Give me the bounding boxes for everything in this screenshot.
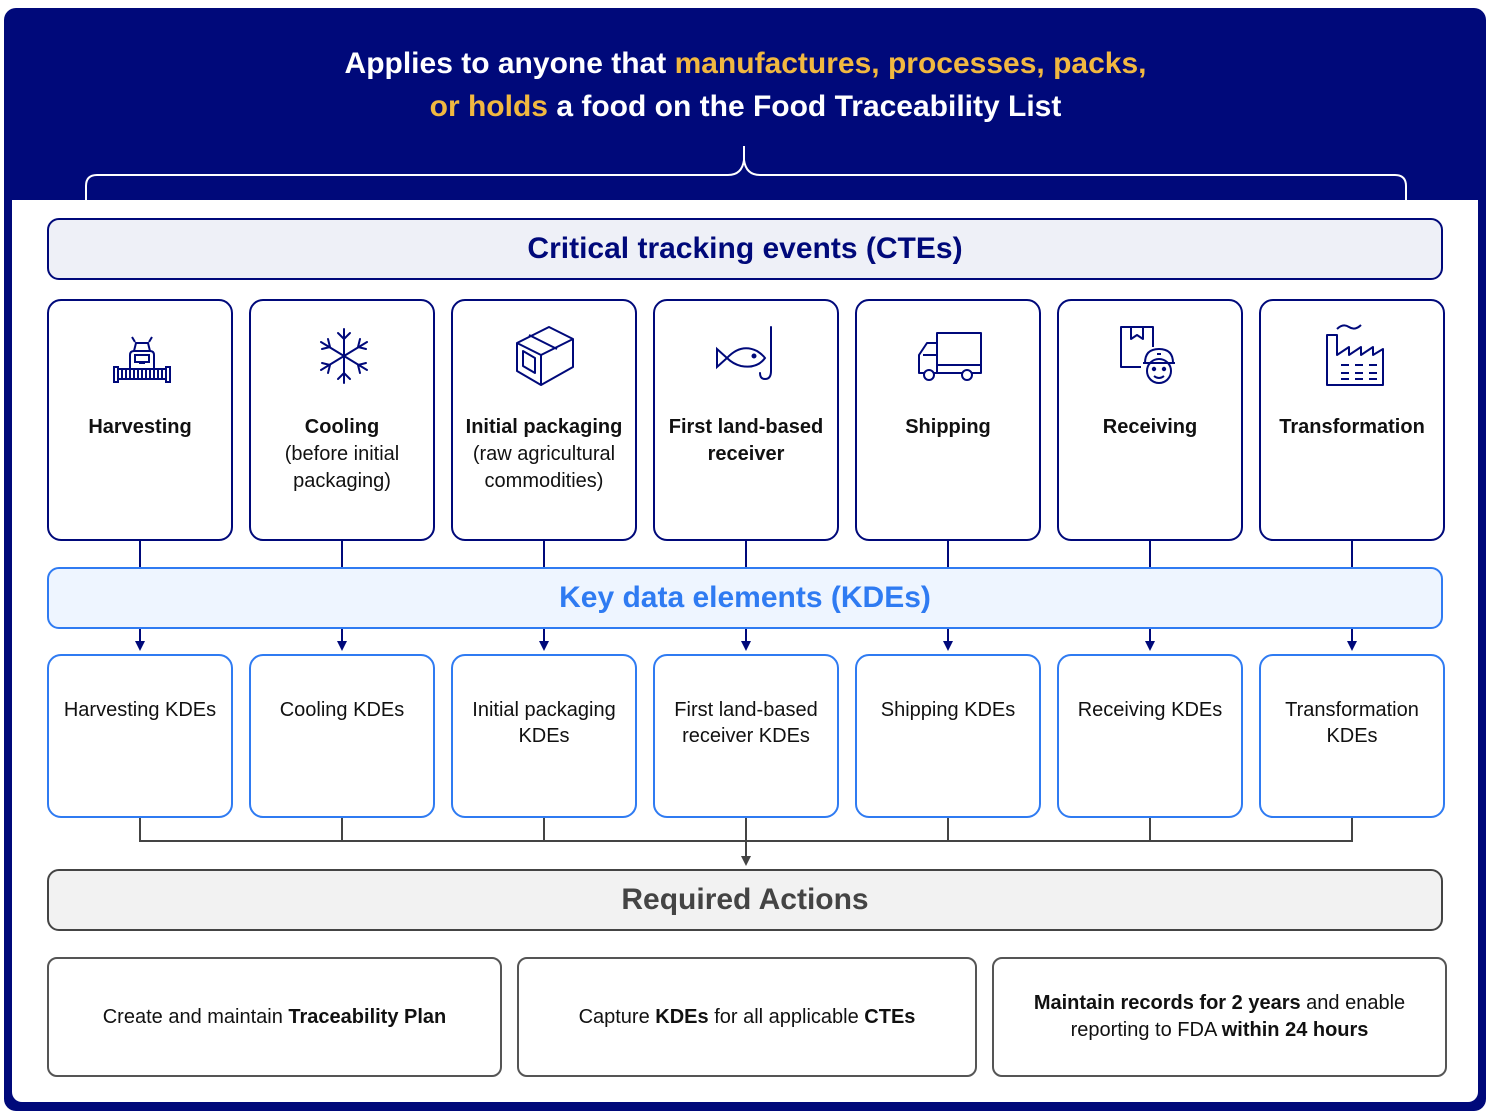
action-1-text: Create and maintain bbox=[102, 1005, 289, 1028]
cte-title: Shipping bbox=[905, 416, 991, 438]
action-1-bold: Traceability Plan bbox=[288, 1005, 447, 1028]
action-2-text: Capture bbox=[578, 1005, 656, 1028]
required-actions-band: Required Actions bbox=[47, 869, 1443, 931]
action-capture-kdes: Capture KDEs for all applicable CTEs bbox=[517, 957, 977, 1077]
cte-cooling: Cooling (before initial packaging) bbox=[249, 299, 435, 541]
truck-icon bbox=[918, 332, 982, 381]
harvester-icon bbox=[113, 336, 171, 383]
kde-box-shipping: Shipping KDEs bbox=[855, 654, 1041, 818]
kde-box-transformation: Transformation KDEs bbox=[1259, 654, 1445, 818]
cte-title: Receiving bbox=[1102, 416, 1198, 438]
cte-title: Harvesting bbox=[88, 416, 192, 438]
box-icon bbox=[516, 326, 574, 386]
action-2-bold-1: KDEs bbox=[655, 1005, 709, 1028]
factory-icon bbox=[1326, 324, 1384, 386]
kde-box-first-land-based-receiver: First land-based receiver KDEs bbox=[653, 654, 839, 818]
action-3-bold-2: within 24 hours bbox=[1221, 1019, 1369, 1041]
action-3-text: and enable reporting to FDA bbox=[1070, 992, 1406, 1041]
headline-text-2: a food on the Food Traceability List bbox=[547, 90, 1062, 123]
cte-transformation: Transformation bbox=[1259, 299, 1445, 541]
worker-package-icon bbox=[1120, 326, 1175, 384]
cte-title: First land-based receiver bbox=[668, 416, 824, 465]
action-2-text-mid: for all applicable bbox=[708, 1005, 865, 1028]
cte-title: Transformation bbox=[1279, 416, 1425, 438]
fish-hook-icon bbox=[716, 326, 772, 381]
action-2-bold-2: CTEs bbox=[864, 1005, 916, 1028]
cte-first-land-based-receiver: First land-based receiver bbox=[653, 299, 839, 541]
headline-line-2: or holds a food on the Food Traceability… bbox=[100, 85, 1391, 128]
action-traceability-plan: Create and maintain Traceability Plan bbox=[47, 957, 502, 1077]
kde-band: Key data elements (KDEs) bbox=[47, 567, 1443, 629]
cte-shipping: Shipping bbox=[855, 299, 1041, 541]
cte-initial-packaging: Initial packaging (raw agricultural commo… bbox=[451, 299, 637, 541]
cte-harvesting: Harvesting bbox=[47, 299, 233, 541]
kde-box-receiving: Receiving KDEs bbox=[1057, 654, 1243, 818]
action-maintain-records: Maintain records for 2 years and enable … bbox=[992, 957, 1447, 1077]
snowflake-icon bbox=[320, 328, 368, 384]
headline-highlight-2: or holds bbox=[429, 90, 548, 123]
headline-line-1: Applies to anyone that manufactures, pro… bbox=[100, 42, 1391, 85]
cte-title: Cooling bbox=[304, 416, 380, 438]
kde-box-cooling: Cooling KDEs bbox=[249, 654, 435, 818]
cte-band: Critical tracking events (CTEs) bbox=[47, 218, 1443, 280]
cte-receiving: Receiving bbox=[1057, 299, 1243, 541]
headline-text-1: Applies to anyone that bbox=[344, 47, 675, 80]
action-3-bold-1: Maintain records for 2 years bbox=[1033, 992, 1301, 1014]
cte-title: Initial packaging bbox=[465, 416, 623, 438]
kde-box-initial-packaging: Initial packaging KDEs bbox=[451, 654, 637, 818]
cte-subtitle: (raw agricultural commodities) bbox=[472, 443, 616, 492]
headline-highlight-1: manufactures, processes, packs, bbox=[674, 47, 1147, 80]
cte-subtitle: (before initial packaging) bbox=[284, 443, 400, 492]
kde-box-harvesting: Harvesting KDEs bbox=[47, 654, 233, 818]
